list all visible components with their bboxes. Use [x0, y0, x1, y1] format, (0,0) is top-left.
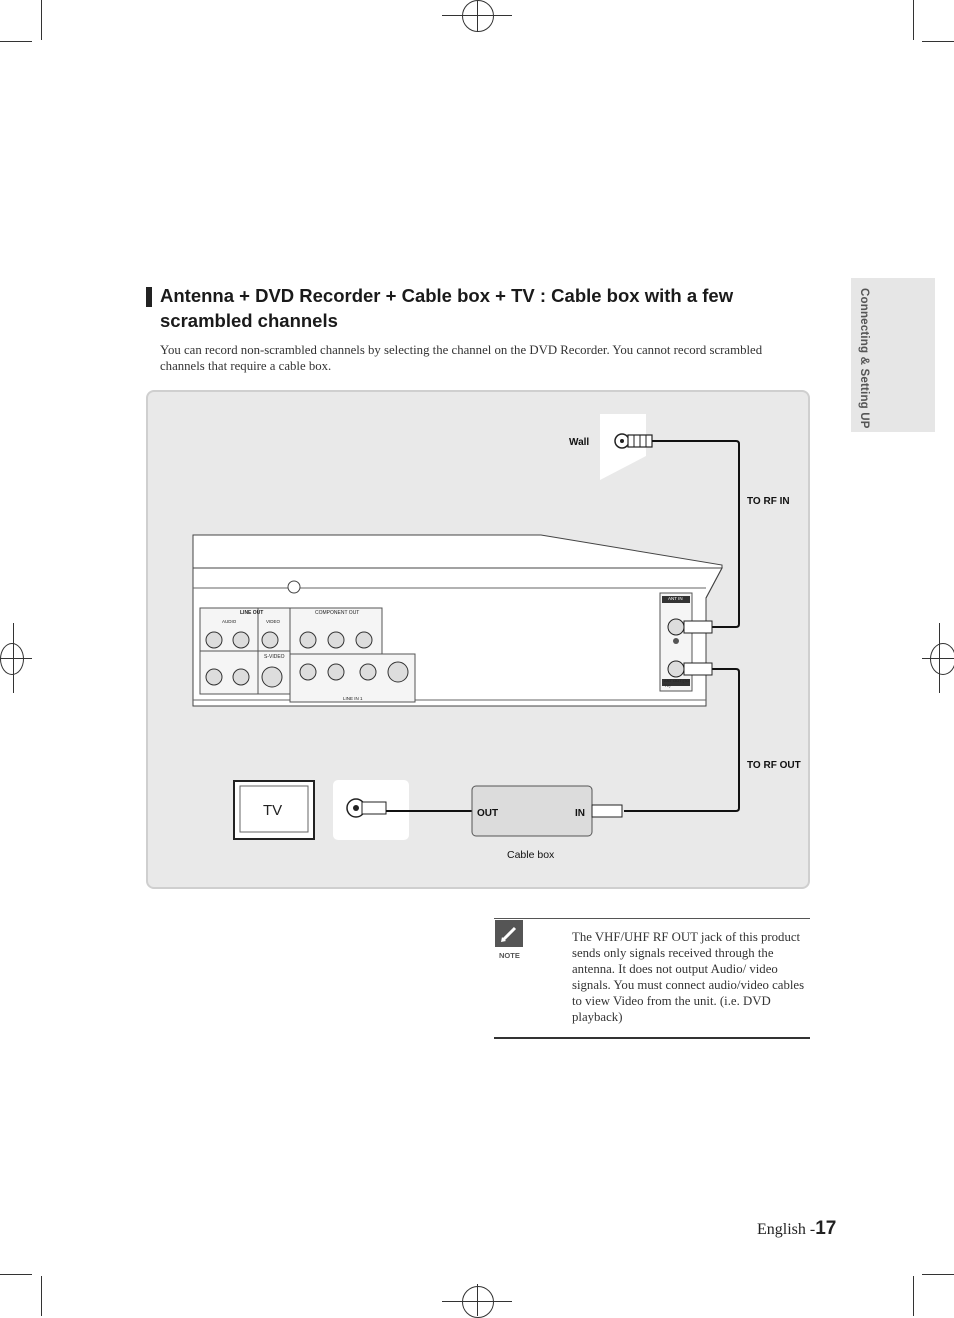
dvd-recorder: [192, 534, 723, 707]
crop-mark: [0, 1274, 32, 1275]
registration-mark: [0, 643, 24, 675]
registration-crosshair: [939, 623, 940, 693]
cable-to-rf-out: [624, 668, 740, 812]
section-title: Antenna + DVD Recorder + Cable box + TV …: [160, 285, 734, 331]
registration-mark: [462, 1286, 494, 1318]
tv-set: [233, 780, 315, 840]
crop-mark: [0, 41, 32, 42]
registration-crosshair: [477, 1284, 478, 1316]
crop-mark: [913, 1276, 914, 1316]
cable-box-in-label: IN: [575, 808, 585, 819]
line-in-label: LINE IN 1: [343, 696, 363, 701]
crop-mark: [913, 0, 914, 40]
wall-label: Wall: [569, 437, 590, 448]
registration-crosshair: [0, 658, 32, 659]
chapter-tab-label: Connecting & Setting UP: [858, 288, 870, 429]
tv-label: TV: [263, 802, 283, 819]
crop-mark: [41, 1276, 42, 1316]
video-label: VIDEO: [266, 619, 281, 624]
page-footer: English -17: [757, 1218, 836, 1240]
component-out-label: COMPONENT OUT: [315, 610, 360, 616]
note-text: The VHF/UHF RF OUT jack of this product …: [572, 930, 805, 1024]
cable-box-out-label: OUT: [477, 808, 499, 819]
cable-to-rf-in: [652, 440, 740, 628]
note-pencil-icon: [495, 920, 523, 947]
to-rf-in-label: TO RF IN: [747, 496, 790, 507]
registration-mark: [462, 0, 494, 32]
registration-crosshair: [922, 658, 954, 659]
crop-mark: [41, 0, 42, 40]
chapter-tab: [851, 278, 935, 432]
to-rf-out-label: TO RF OUT: [747, 760, 801, 771]
note-bottom-rule: [494, 1037, 810, 1039]
title-marker: [146, 287, 152, 307]
wall-coax-connector: [614, 433, 653, 449]
registration-crosshair: [13, 623, 14, 693]
cable-box-unit: [471, 785, 623, 837]
ant-out-label: ANT OUT (TO TV): [664, 678, 690, 688]
s-video-label: S-VIDEO: [264, 654, 285, 660]
tv-coax-connector: [346, 798, 387, 818]
note-top-rule: [494, 918, 810, 919]
connection-diagram-art: [192, 414, 740, 840]
note-label: NOTE: [499, 951, 520, 960]
footer-language: English -: [757, 1221, 816, 1238]
line-out-label: LINE OUT: [240, 610, 264, 616]
registration-crosshair: [477, 0, 478, 32]
page-number: 17: [815, 1218, 837, 1239]
intro-paragraph: You can record non-scrambled channels by…: [160, 343, 763, 373]
crop-mark: [922, 41, 954, 42]
audio-label: AUDIO: [222, 619, 237, 624]
cable-box-caption: Cable box: [507, 849, 555, 861]
crop-mark: [922, 1274, 954, 1275]
registration-mark: [930, 643, 954, 675]
ant-in-label: ANT IN: [668, 596, 683, 601]
